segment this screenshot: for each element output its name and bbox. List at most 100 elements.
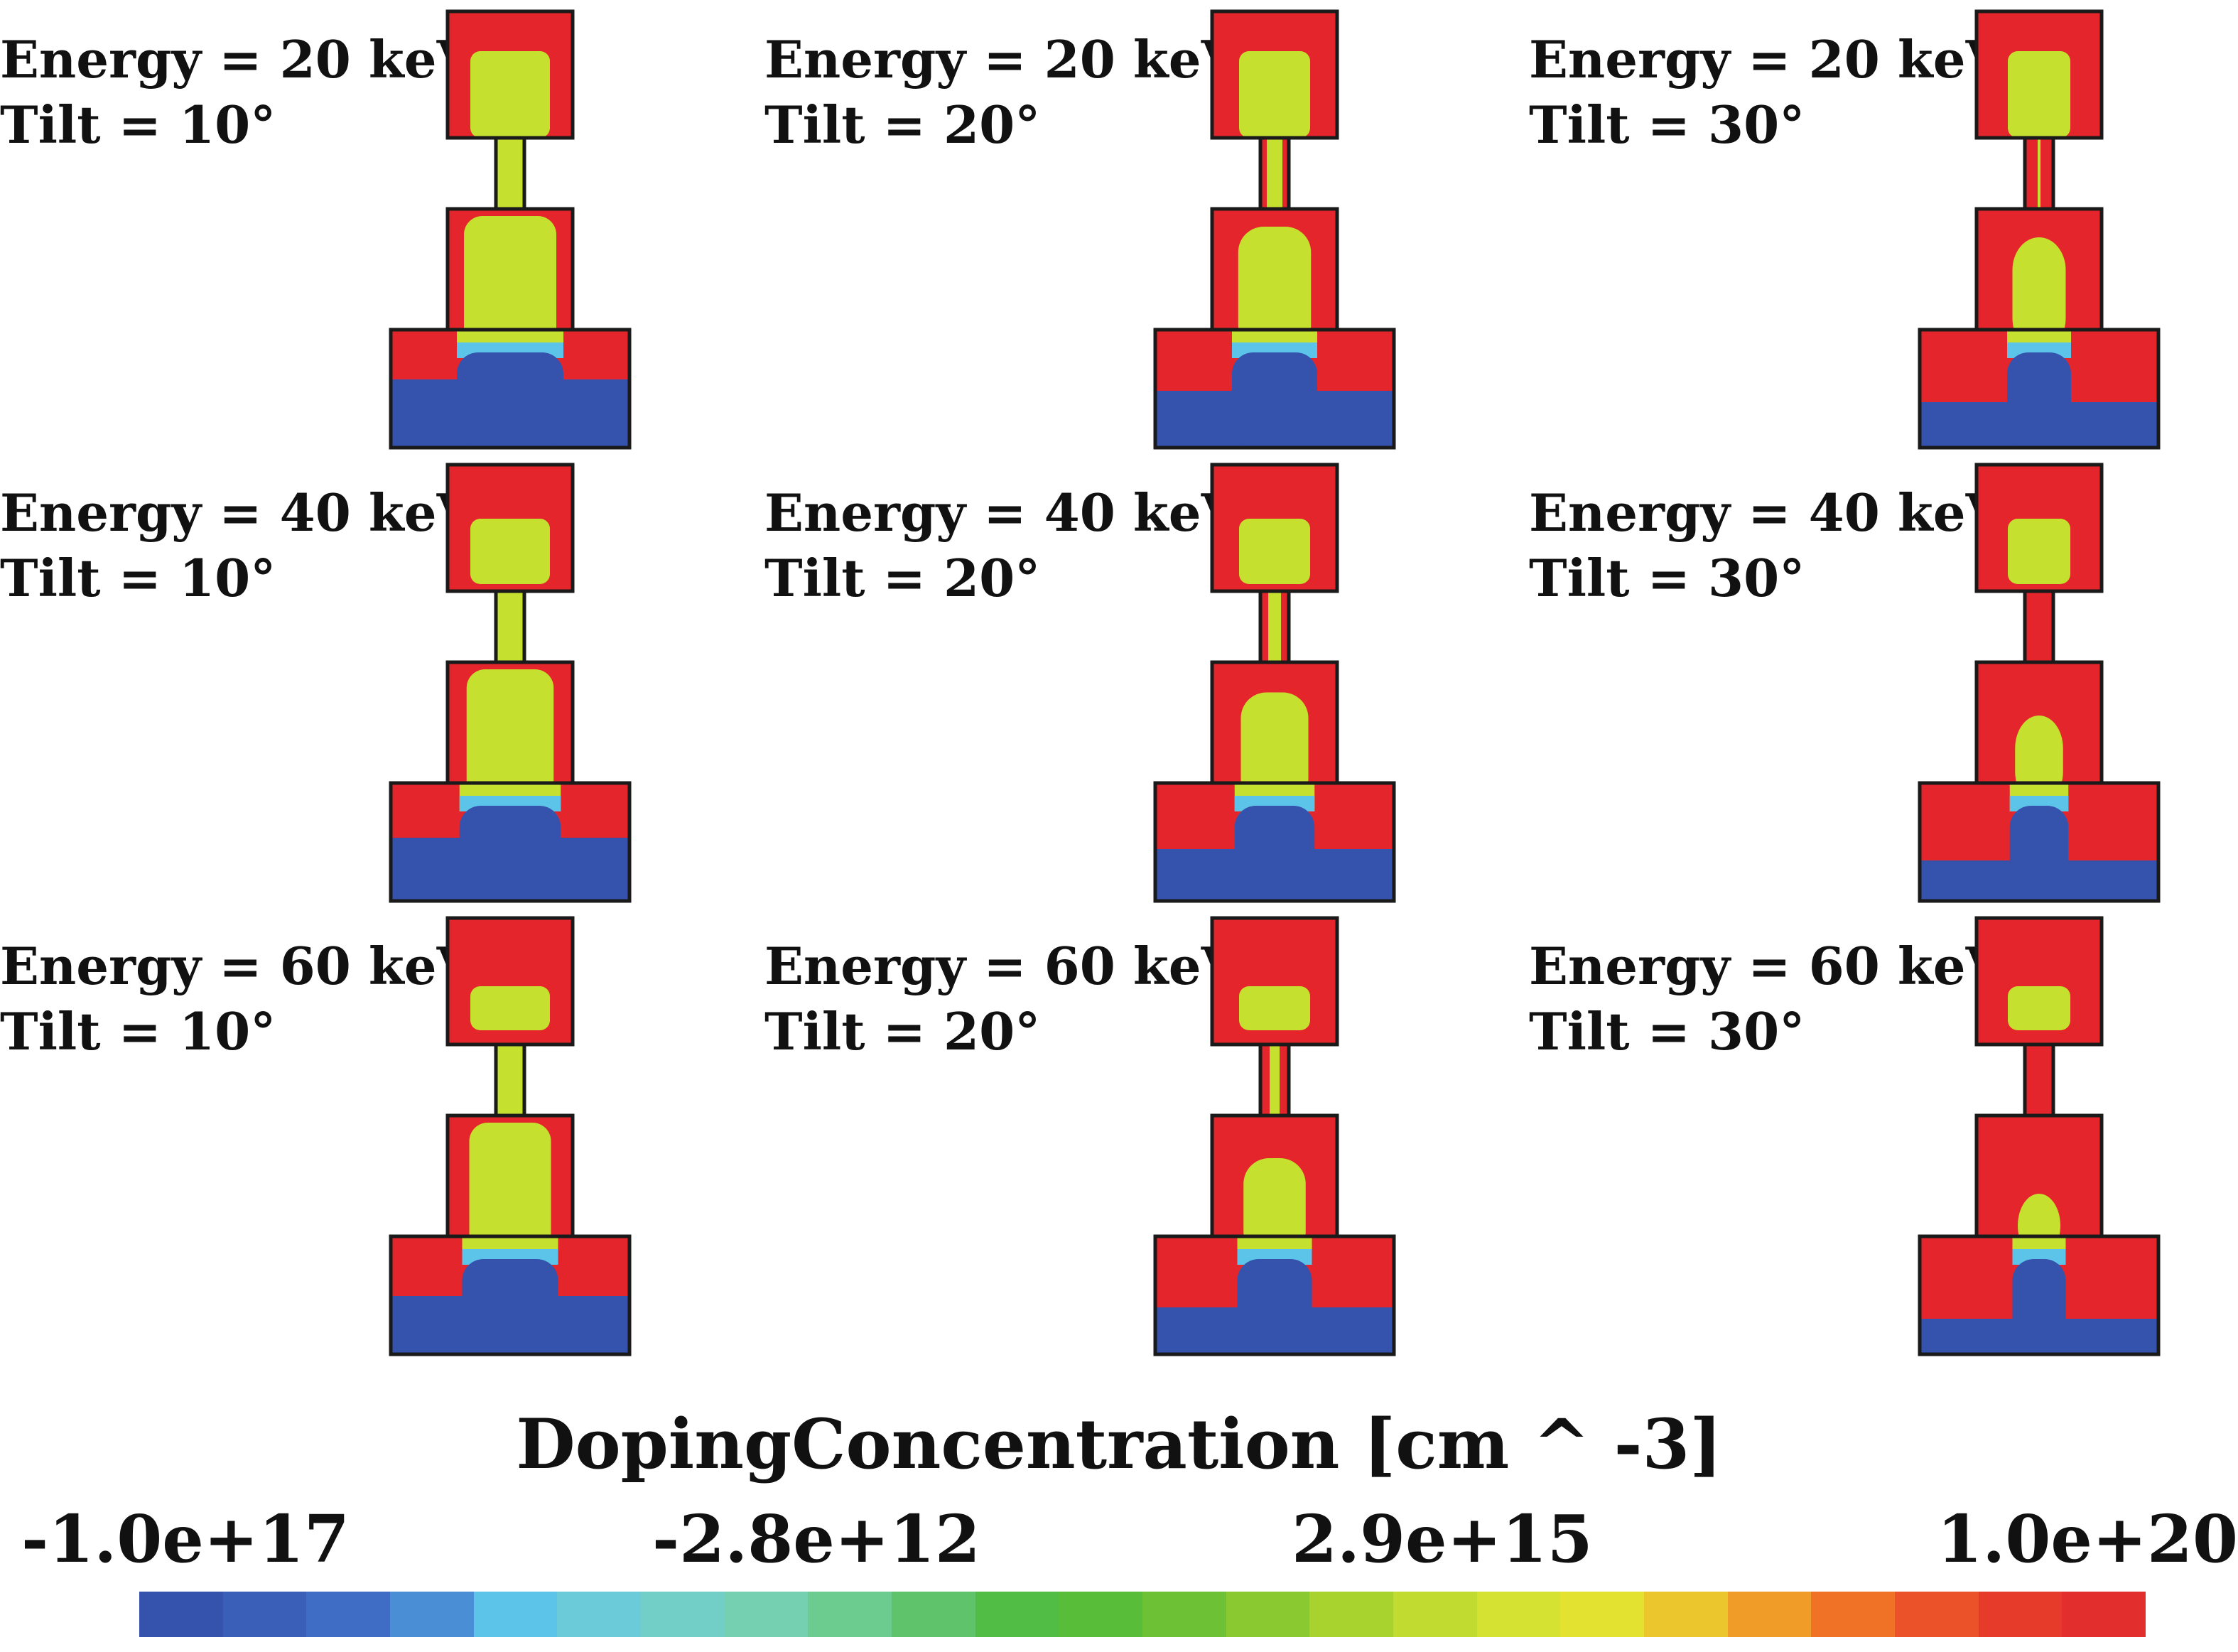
tilt-label: Tilt = 20° [764,548,1041,608]
panel-e60-t30: Energy = 60 keV Tilt = 30° [1529,915,2238,1363]
color-swatch [1226,1592,1310,1637]
neck-edge-left [1260,1044,1270,1116]
tilt-label: Tilt = 10° [0,95,276,155]
energy-label: Energy = 60 keV [0,936,477,996]
energy-label: Energy = 20 keV [0,29,477,90]
color-swatch [1978,1592,2063,1637]
top-green-core [1239,986,1310,1030]
channel-blue-mound [1232,352,1317,448]
color-swatch [557,1592,642,1637]
legend-title: DopingConcentration [cm ^ -3] [516,1404,1722,1484]
channel-blue-mound [2012,1259,2066,1354]
legend-tick-min: -1.0e+17 [21,1501,350,1577]
tilt-label: Tilt = 10° [0,1001,276,1062]
doping-cross-section [1153,916,1396,1356]
panel-e40-t30: Energy = 40 keV Tilt = 30° [1529,462,2238,909]
bottom-block-outline [1153,781,1396,903]
channel-blue-mound [1234,806,1315,901]
channel-blue-mound [1237,1259,1312,1354]
tilt-label: Tilt = 30° [1529,548,1805,608]
channel-blue-mound [462,1259,558,1354]
color-swatch [1895,1592,1979,1637]
top-green-core [2008,986,2070,1030]
neck-region [496,1044,524,1116]
doping-cross-section [1918,9,2161,450]
mid-green-core [1240,692,1309,804]
tilt-label: Tilt = 30° [1529,95,1805,155]
neck-edge-left [2025,1044,2040,1116]
tilt-label: Tilt = 30° [1529,1001,1805,1062]
color-swatch [1059,1592,1143,1637]
energy-label: Energy = 40 keV [0,482,477,543]
color-swatch [975,1592,1059,1637]
neck-edge-left [2025,591,2039,662]
energy-label: Energy = 40 keV [764,482,1241,543]
bottom-block-outline [1153,1234,1396,1356]
neck-edge-left [1260,591,1268,662]
bottom-block-outline [1918,328,2161,450]
color-swatch [306,1592,391,1637]
doping-cross-section [1918,916,2161,1356]
panel-e60-t20: Energy = 60 keV Tilt = 20° [764,915,1518,1363]
color-swatch [724,1592,809,1637]
channel-blue-mound [2009,806,2069,901]
neck-edge-right [2038,1044,2053,1116]
legend-tick-2: -2.8e+12 [652,1501,980,1577]
mid-green-core [2012,237,2066,351]
top-green-core [2008,51,2070,138]
energy-label: Energy = 20 keV [764,29,1241,90]
color-swatch [1393,1592,1477,1637]
tilt-label: Tilt = 10° [0,548,276,608]
bottom-block-outline [389,1234,632,1356]
energy-label: Energy = 60 keV [1529,936,2006,996]
color-swatch [1560,1592,1645,1637]
neck-edge-right [1281,591,1289,662]
color-swatch [139,1592,223,1637]
color-swatch [1644,1592,1728,1637]
color-swatch [808,1592,892,1637]
energy-label: Energy = 40 keV [1529,482,2006,543]
bottom-block-outline [1153,328,1396,450]
color-swatch [390,1592,474,1637]
mid-green-core [469,1123,551,1258]
panel-e20-t10: Energy = 20 keV Tilt = 10° [0,9,753,456]
legend-tick-3: 2.9e+15 [1292,1501,1593,1577]
top-green-core [470,51,550,138]
channel-blue-mound [2007,352,2071,448]
panel-e60-t10: Energy = 60 keV Tilt = 10° [0,915,753,1363]
mid-green-core [1238,227,1312,351]
channel-blue-mound [459,806,561,901]
color-swatch [1811,1592,1896,1637]
doping-cross-section [1153,9,1396,450]
tilt-label: Tilt = 20° [764,1001,1041,1062]
panel-e20-t20: Energy = 20 keV Tilt = 20° [764,9,1518,456]
color-swatch [222,1592,307,1637]
color-scale-bar [139,1592,2146,1637]
color-swatch [2062,1592,2146,1637]
top-green-core [1239,519,1310,584]
channel-blue-mound [457,352,563,448]
top-green-core [1239,51,1310,138]
neck-edge-left [1260,138,1267,209]
panel-e40-t20: Energy = 40 keV Tilt = 20° [764,462,1518,909]
color-swatch [892,1592,975,1637]
color-swatch [473,1592,558,1637]
color-swatch [1309,1592,1394,1637]
energy-label: Energy = 60 keV [764,936,1241,996]
legend-tick-max: 1.0e+20 [1937,1501,2238,1577]
top-green-core [470,519,550,584]
bottom-block-outline [1918,781,2161,903]
bottom-block-outline [1918,1234,2161,1356]
mid-green-core [466,669,554,804]
top-green-core [2008,519,2070,584]
bottom-block-outline [389,328,632,450]
doping-cross-section [1153,463,1396,903]
neck-region [496,591,524,662]
tilt-label: Tilt = 20° [764,95,1041,155]
neck-edge-right [1282,138,1289,209]
neck-edge-left [2025,138,2038,209]
neck-region [496,138,524,209]
energy-label: Energy = 20 keV [1529,29,2006,90]
color-swatch [641,1592,725,1637]
doping-cross-section [389,463,632,903]
